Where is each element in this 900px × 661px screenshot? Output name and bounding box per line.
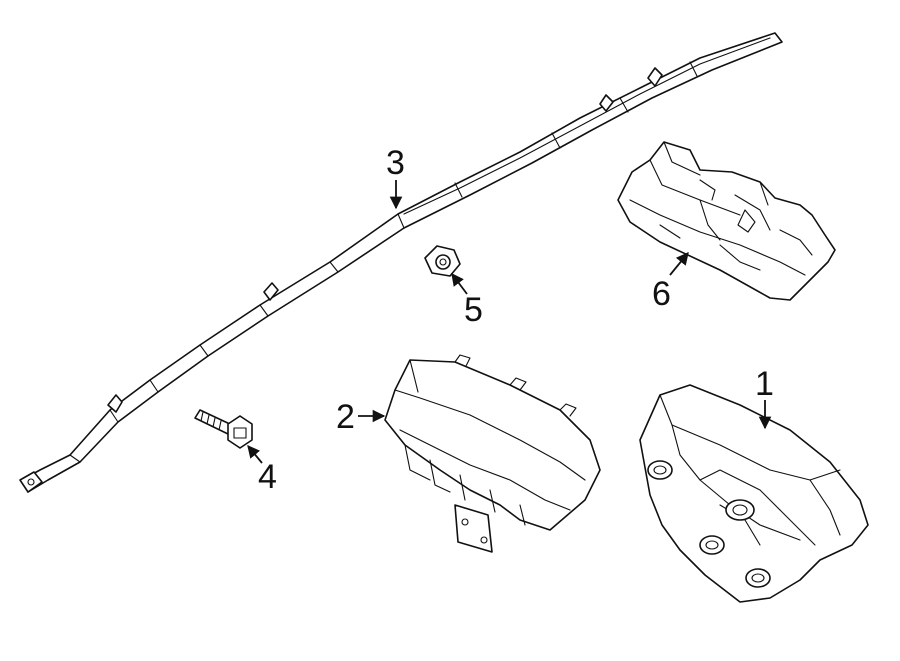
bolt-part xyxy=(194,409,253,449)
nut-part xyxy=(424,245,461,277)
callout-5-label: 5 xyxy=(464,291,483,329)
callout-5: 5 xyxy=(451,272,483,329)
callout-3-label: 3 xyxy=(386,144,405,182)
callout-3: 3 xyxy=(386,144,405,210)
callout-1: 1 xyxy=(755,365,774,430)
callout-6-label: 6 xyxy=(652,275,671,313)
knee-airbag-part xyxy=(617,141,836,301)
passenger-airbag-part xyxy=(384,354,601,553)
curtain-airbag-part xyxy=(19,32,783,493)
driver-airbag-part xyxy=(639,384,869,603)
callout-4: 4 xyxy=(247,445,277,496)
callout-1-label: 1 xyxy=(755,365,774,403)
callout-2-label: 2 xyxy=(336,398,355,436)
callout-6: 6 xyxy=(652,252,689,313)
callout-4-label: 4 xyxy=(258,458,277,496)
callout-2: 2 xyxy=(336,398,386,436)
